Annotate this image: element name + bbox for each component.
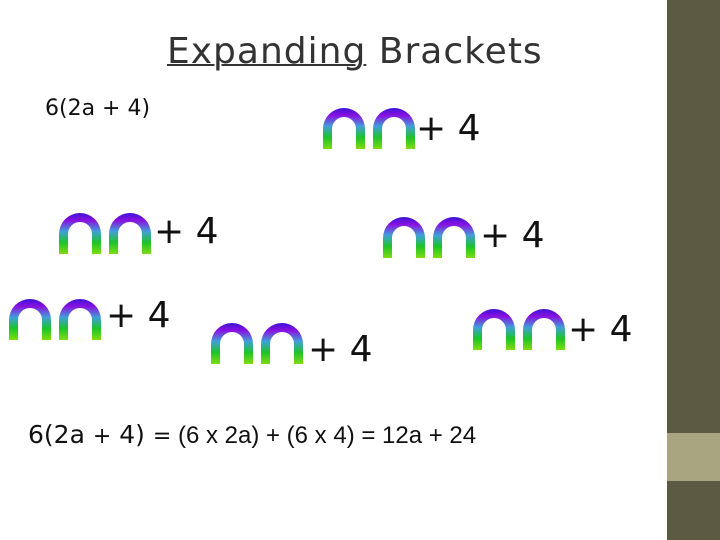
arch-pair-3	[383, 217, 475, 258]
rainbow-arch-icon	[323, 108, 365, 149]
term-label: + 4	[416, 108, 481, 149]
arch-pair-6	[473, 309, 565, 350]
term-label: + 4	[154, 211, 219, 252]
side-lower-band	[667, 481, 720, 540]
rainbow-arch-icon	[59, 299, 101, 340]
arch-pair-4	[9, 299, 101, 340]
equation-plus: +	[92, 424, 112, 449]
rainbow-arch-icon	[523, 309, 565, 350]
term-label: + 4	[480, 215, 545, 256]
arch-pair-2	[59, 213, 151, 254]
arch-pair-5	[211, 323, 303, 364]
expanded-equation: 6(2a + 4) = (6 x 2a) + (6 x 4) = 12a + 2…	[28, 422, 476, 448]
rainbow-arch-icon	[373, 108, 415, 149]
equation-result: = 12a + 24	[354, 422, 477, 449]
side-highlight-band	[667, 433, 720, 481]
arch-pair-1	[323, 108, 415, 149]
title-underlined-word: Expanding	[167, 31, 367, 72]
rainbow-arch-icon	[211, 323, 253, 364]
equation-middle: (6 x 2a) + (6 x 4)	[171, 422, 355, 449]
term-label: + 4	[106, 295, 171, 336]
term-label: + 4	[308, 329, 373, 370]
rainbow-arch-icon	[473, 309, 515, 350]
title-word: Brackets	[366, 31, 543, 72]
equation-lhs: 6(2a	[28, 420, 93, 449]
original-expression: 6(2a + 4)	[45, 96, 151, 121]
equation-equals: =	[152, 424, 172, 449]
equation-lhs-rest: 4)	[111, 420, 153, 449]
rainbow-arch-icon	[109, 213, 151, 254]
term-label: + 4	[568, 309, 633, 350]
page-title: Expanding Brackets	[167, 34, 543, 70]
side-decoration-panel	[667, 0, 720, 540]
rainbow-arch-icon	[9, 299, 51, 340]
rainbow-arch-icon	[261, 323, 303, 364]
rainbow-arch-icon	[433, 217, 475, 258]
rainbow-arch-icon	[383, 217, 425, 258]
rainbow-arch-icon	[59, 213, 101, 254]
